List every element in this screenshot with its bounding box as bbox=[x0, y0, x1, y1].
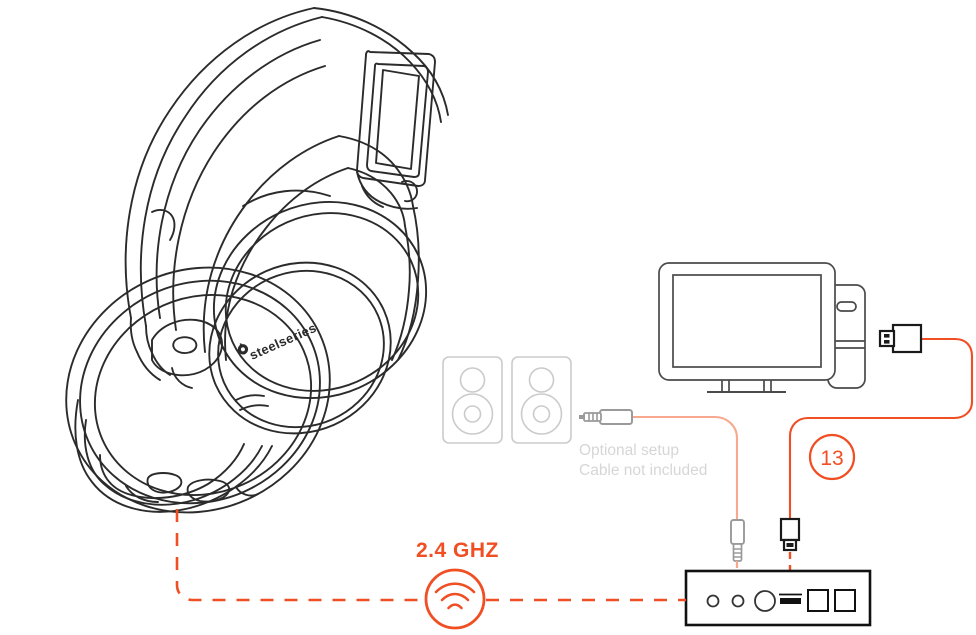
optional-audio-cable bbox=[628, 415, 739, 522]
audio-jack-plug-vertical bbox=[730, 519, 745, 562]
speaker-right-woofer bbox=[520, 393, 563, 435]
optional-setup-line2: Cable not included bbox=[579, 462, 707, 479]
speaker-right-tweeter bbox=[528, 367, 555, 393]
desktop-speakers bbox=[442, 356, 572, 444]
pc-tower bbox=[827, 284, 866, 389]
wifi-icon bbox=[434, 582, 476, 610]
callout-badge-circle bbox=[808, 433, 856, 481]
wireless-link-headset bbox=[175, 509, 425, 602]
speaker-left-body bbox=[442, 356, 503, 444]
usb-cable bbox=[788, 337, 974, 521]
wireless-frequency-label: 2.4 GHZ bbox=[416, 539, 499, 562]
speaker-right-body bbox=[511, 356, 572, 444]
console-port-audio-jack bbox=[731, 594, 745, 608]
console-port-square-2 bbox=[834, 589, 856, 612]
usb-a-connector bbox=[878, 323, 923, 354]
console-body bbox=[684, 569, 872, 627]
console-port-usb bbox=[780, 598, 801, 604]
headset-illustration bbox=[65, 7, 449, 514]
optional-setup-line1: Optional setup bbox=[579, 442, 679, 459]
usb-connector-vertical bbox=[779, 517, 801, 552]
pc-tower-drive-slot bbox=[836, 301, 857, 312]
wifi-badge-circle bbox=[424, 568, 486, 630]
callout-badge-number: 13 bbox=[820, 447, 843, 470]
game-console bbox=[684, 569, 872, 627]
monitor-screen bbox=[672, 274, 822, 368]
audio-jack-plug-horizontal bbox=[579, 409, 633, 425]
headset-brand-label: steelseries bbox=[247, 320, 319, 363]
speaker-left-tweeter bbox=[459, 367, 486, 393]
computer-monitor bbox=[658, 262, 836, 393]
console-port-large-round bbox=[754, 590, 776, 612]
console-port-small-round bbox=[706, 594, 720, 608]
console-port-square-1 bbox=[807, 589, 829, 612]
speaker-left-woofer bbox=[451, 393, 494, 435]
steelseries-logo-icon bbox=[237, 343, 249, 355]
